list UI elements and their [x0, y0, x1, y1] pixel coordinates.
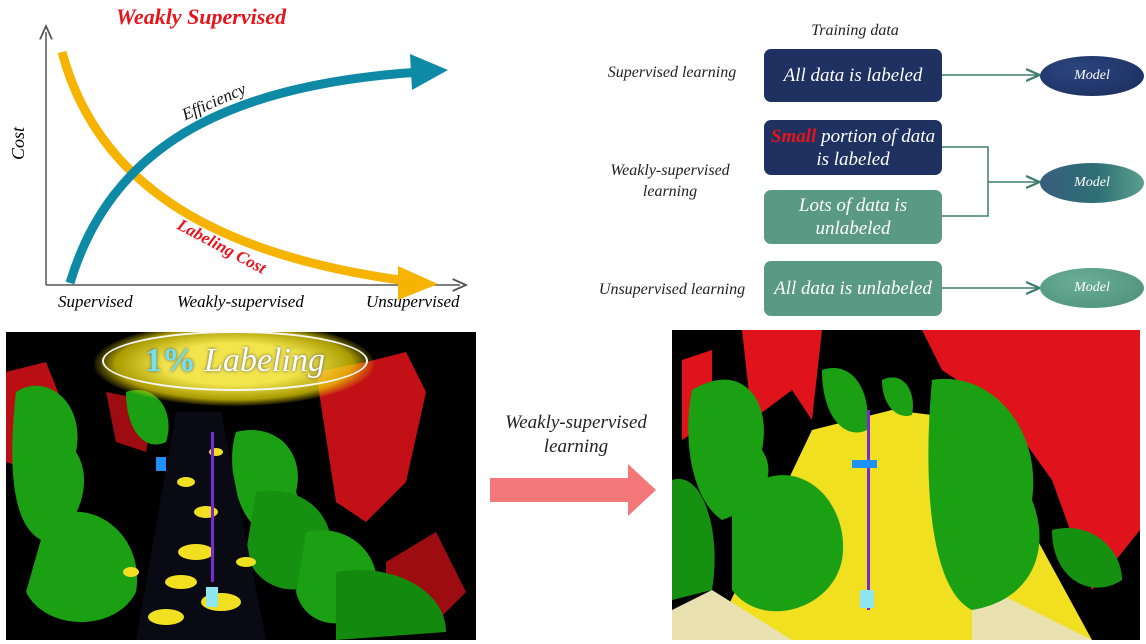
labeling-badge: 1% Labeling — [102, 332, 368, 391]
badge-percent: 1% — [145, 342, 197, 379]
row-label-weakly: Weakly-supervised learning — [610, 162, 730, 200]
y-axis-label: Cost — [8, 126, 28, 160]
x-tick-weakly: Weakly-supervised — [177, 292, 304, 311]
x-tick-supervised: Supervised — [58, 292, 133, 311]
box-all-labeled: All data is labeled — [764, 49, 942, 102]
efficiency-arrowhead — [410, 54, 448, 90]
training-data-header: Training data — [811, 22, 899, 39]
tradeoff-chart — [0, 0, 480, 300]
paradigm-connectors — [942, 40, 1050, 310]
dense-predicted-pointcloud — [672, 330, 1140, 640]
sparse-pointcloud-render — [6, 352, 466, 640]
model-supervised: Model — [1040, 56, 1144, 96]
tradeoff-title: Weakly Supervised — [116, 4, 287, 29]
labeling-cost-curve — [57, 50, 416, 287]
small-portion-rest: portion of data is labeled — [816, 125, 936, 170]
sparse-label-pointcloud: 1% Labeling — [6, 332, 476, 640]
model-weakly: Model — [1040, 163, 1144, 203]
transfer-arrow — [490, 464, 656, 516]
badge-text: Labeling — [204, 342, 325, 379]
labeling-cost-arrowhead — [398, 266, 438, 300]
box-all-unlabeled: All data is unlabeled — [764, 261, 942, 316]
row-label-unsupervised: Unsupervised learning — [598, 281, 746, 298]
row-label-supervised: Supervised learning — [607, 64, 737, 81]
box-small-portion-labeled: Small portion of data is labeled — [764, 120, 942, 175]
transfer-arrow-label: Weakly-supervised learning — [505, 412, 647, 457]
efficiency-curve — [65, 67, 421, 285]
box-lots-unlabeled: Lots of data is unlabeled — [764, 190, 942, 244]
model-unsupervised: Model — [1040, 268, 1144, 308]
x-tick-unsupervised: Unsupervised — [366, 292, 460, 311]
highlight-small: Small — [770, 125, 817, 147]
dense-pointcloud-render — [672, 330, 1140, 640]
